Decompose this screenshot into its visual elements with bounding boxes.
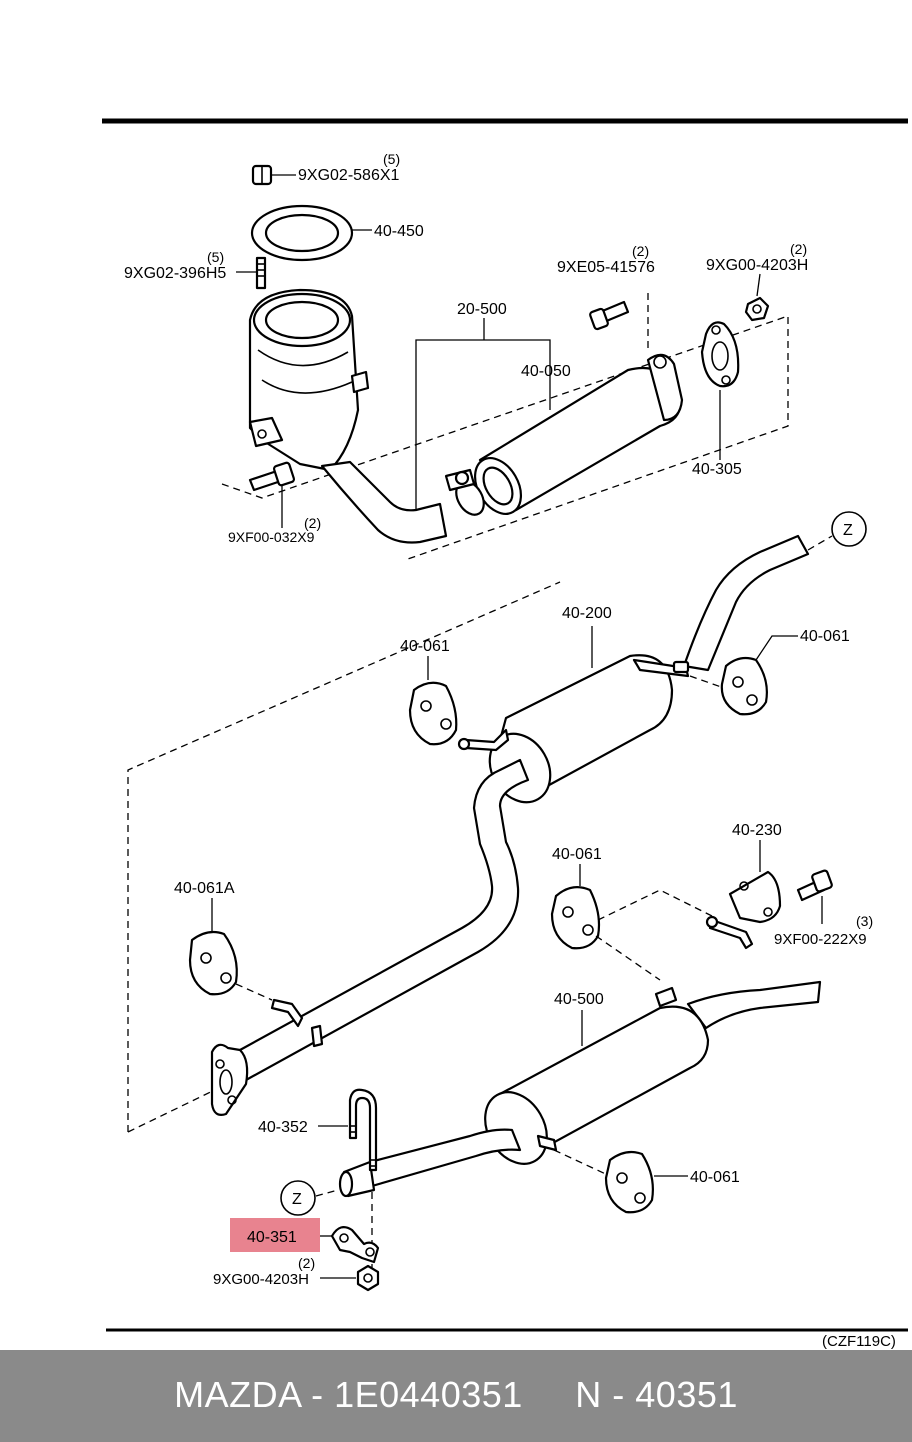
ref-z-top-circle [831,511,867,547]
highlight-40-351 [230,1218,320,1252]
label-9xf00-032x9: 9XF00-032X9 [228,529,315,545]
u-bolt [348,1088,378,1172]
nut-4203h-top [744,296,770,322]
main-pipe [682,534,810,672]
qty-9xe05-41576: (2) [632,243,649,259]
label-40-230: 40-230 [732,822,782,839]
label-40-200: 40-200 [562,605,612,622]
label-20-500: 20-500 [457,301,507,318]
clamp-bracket-40-351 [330,1225,380,1264]
label-40-061-left: 40-061 [400,638,450,655]
catalytic-converter [248,288,370,472]
qty-9xf00-032x9: (2) [304,515,321,531]
pre-muffler [473,353,684,515]
qty-9xf00-222x9: (3) [856,913,873,929]
nut-top [251,164,273,186]
pipe-clamp [444,468,485,516]
bolt-41576 [589,300,630,331]
bolt-222x9 [796,869,833,902]
part-number-text: MAZDA - 1E0440351 N - 40351 [174,1374,738,1415]
label-40-061-middle: 40-061 [552,846,602,863]
hanger-40-061-right [720,656,768,716]
intermediate-pipe [210,758,530,1116]
label-40-500: 40-500 [554,991,604,1008]
rear-muffler [484,980,822,1165]
label-9xe05-41576: 9XE05-41576 [557,259,655,276]
stud-bolt [255,256,267,290]
hanger-40-061-rear [604,1150,654,1214]
label-9xg02-586x1: 9XG02-586X1 [298,167,400,184]
label-40-352: 40-352 [258,1119,308,1136]
diagram-code: (CZF119C) [822,1333,896,1350]
qty-9xg00-4203h-bottom: (2) [298,1255,315,1271]
nut-4203h-bottom [356,1264,380,1292]
exhaust-system-diagram: 9XG02-586X1 (5) 40-450 9XG02-396H5 (5) 2… [102,118,908,1350]
label-40-450: 40-450 [374,223,424,240]
hanger-40-061-left [408,681,458,746]
part-number-footer: MAZDA - 1E0440351 N - 40351 [0,1350,912,1442]
flange-gasket [700,321,740,388]
bracket-40-230 [705,870,782,950]
label-40-061a: 40-061A [174,880,235,897]
label-40-305: 40-305 [692,461,742,478]
label-40-050: 40-050 [521,363,571,380]
tail-connection-pipe [338,1128,558,1198]
hanger-40-061a [188,930,238,996]
label-9xf00-222x9: 9XF00-222X9 [774,931,867,948]
gasket-ring [250,204,354,262]
label-40-061-rear: 40-061 [690,1169,740,1186]
bolt-032x9 [248,461,296,492]
label-ref-z-bottom: Z [292,1191,302,1208]
qty-9xg02-586x1: (5) [383,151,400,167]
qty-9xg02-396h5: (5) [207,249,224,265]
label-ref-z-top: Z [843,522,853,539]
label-9xg00-4203h-bottom: 9XG00-4203H [213,1271,309,1288]
qty-9xg00-4203h-top: (2) [790,241,807,257]
label-40-061-right: 40-061 [800,628,850,645]
label-40-351: 40-351 [247,1229,297,1246]
hanger-40-061-middle [550,885,601,950]
label-9xg00-4203h-top: 9XG00-4203H [706,257,808,274]
label-9xg02-396h5: 9XG02-396H5 [124,265,226,282]
front-pipe [320,460,448,544]
ref-z-bottom-circle [280,1180,316,1216]
